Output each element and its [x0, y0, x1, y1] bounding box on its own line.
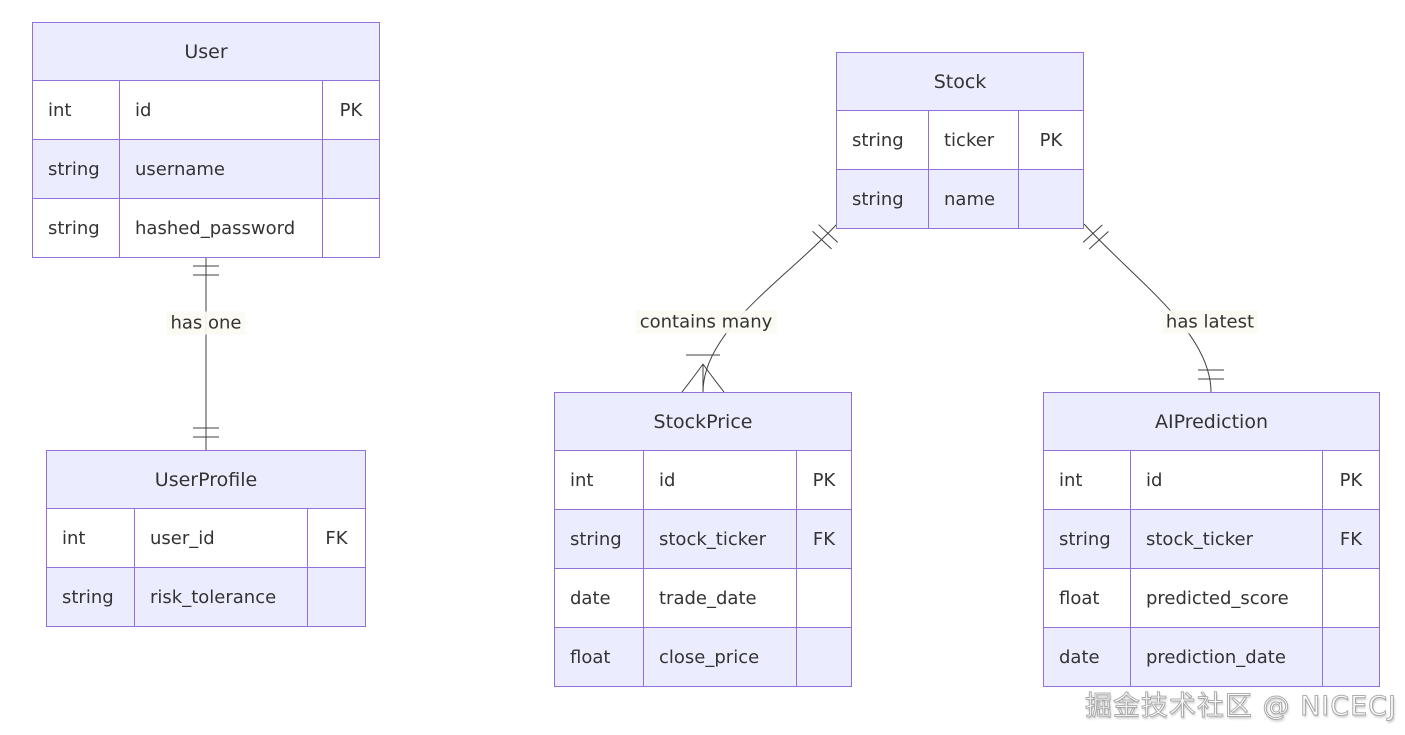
attribute-attr-cell: trade_date	[644, 569, 797, 627]
relationship-label-contains-many: contains many	[635, 310, 777, 334]
attribute-key-cell: FK	[325, 527, 348, 549]
attribute-type-cell: int	[33, 81, 120, 139]
entity-title: StockPrice	[555, 393, 851, 451]
attribute-key-cell: PK	[1039, 129, 1063, 151]
attribute-attr-cell: id	[644, 451, 797, 509]
entity-title: AIPrediction	[1044, 393, 1379, 451]
attribute-attr-cell: prediction_date	[1131, 628, 1323, 686]
entity-title: UserProfile	[47, 451, 365, 509]
attribute-key-cell: PK	[812, 469, 836, 491]
attribute-attr-cell: username	[120, 140, 323, 198]
relationship-line-stock-aiprediction	[1082, 223, 1224, 393]
entity-title: Stock	[837, 53, 1083, 111]
attribute-key-cell: PK	[339, 99, 363, 121]
attribute-attr-cell: ticker	[929, 111, 1019, 169]
attribute-key-cell	[1323, 569, 1379, 627]
attribute-attr-cell: user_id	[135, 509, 308, 567]
attribute-type-cell: string	[33, 199, 120, 257]
attribute-key-cell: PK	[1339, 469, 1363, 491]
relationship-line-stock-stockprice	[703, 223, 837, 392]
attribute-type-cell: string	[47, 568, 135, 626]
attribute-type-cell: date	[555, 569, 644, 627]
relationship-label-has-one: has one	[166, 311, 246, 335]
attribute-attr-cell: stock_ticker	[1131, 510, 1323, 568]
attribute-key-cell	[797, 569, 851, 627]
attribute-type-cell: string	[837, 111, 929, 169]
attribute-type-cell: date	[1044, 628, 1131, 686]
attribute-type-cell: int	[555, 451, 644, 509]
attribute-type-cell: int	[47, 509, 135, 567]
attribute-key-cell: FK	[812, 528, 836, 550]
attribute-key-cell	[323, 199, 379, 257]
attribute-attr-cell: predicted_score	[1131, 569, 1323, 627]
attribute-type-cell: int	[1044, 451, 1131, 509]
attribute-key-cell	[323, 140, 379, 198]
attribute-key-cell	[308, 568, 365, 626]
attribute-type-cell: string	[555, 510, 644, 568]
entity-title: User	[33, 23, 379, 81]
attribute-attr-cell: id	[120, 81, 323, 139]
attribute-key-cell: FK	[1339, 528, 1363, 550]
attribute-attr-cell: name	[929, 170, 1019, 228]
attribute-attr-cell: stock_ticker	[644, 510, 797, 568]
watermark: 掘金技术社区 @ NICECJ	[1084, 691, 1397, 723]
attribute-key-cell	[1323, 628, 1379, 686]
attribute-type-cell: float	[1044, 569, 1131, 627]
attribute-attr-cell: close_price	[644, 628, 797, 686]
attribute-type-cell: string	[33, 140, 120, 198]
attribute-type-cell: float	[555, 628, 644, 686]
relationship-label-has-latest: has latest	[1161, 310, 1259, 334]
attribute-attr-cell: id	[1131, 451, 1323, 509]
attribute-key-cell	[1019, 170, 1083, 228]
attribute-type-cell: string	[1044, 510, 1131, 568]
attribute-attr-cell: hashed_password	[120, 199, 323, 257]
attribute-attr-cell: risk_tolerance	[135, 568, 308, 626]
attribute-type-cell: string	[837, 170, 929, 228]
attribute-key-cell	[797, 628, 851, 686]
